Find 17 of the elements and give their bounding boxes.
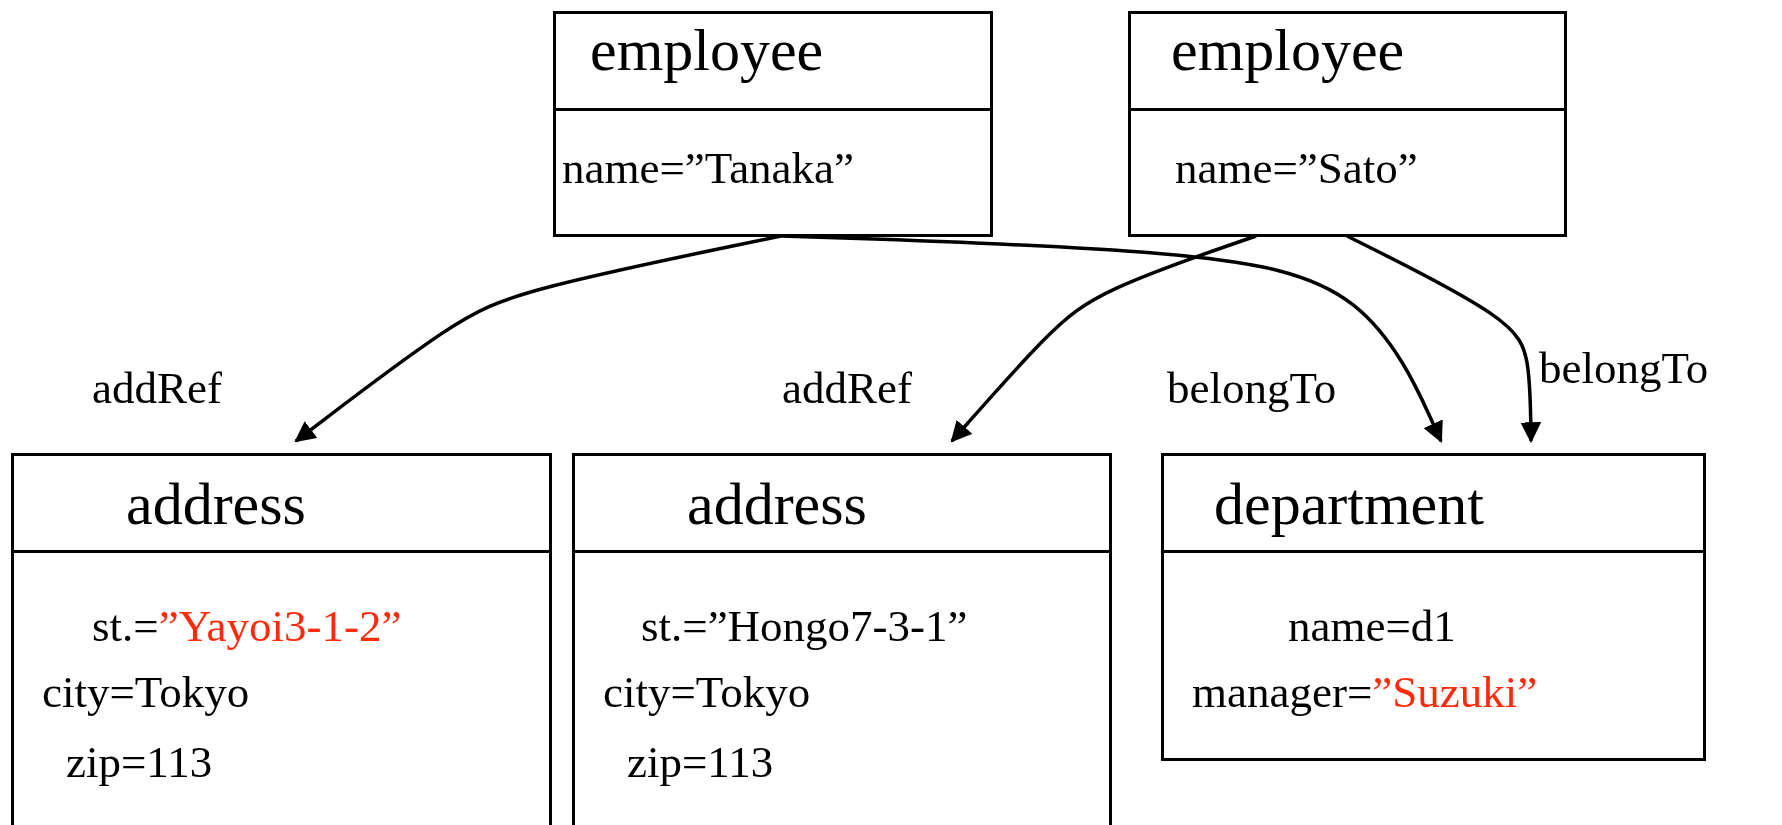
attribute-text: name=”Tanaka” <box>562 146 855 191</box>
attribute-text: manager=”Suzuki” <box>1192 670 1538 715</box>
class-box <box>572 453 1112 825</box>
attribute-text: name=”Sato” <box>1175 146 1418 191</box>
attribute-text: st.=”Hongo7-3-1” <box>641 604 968 649</box>
class-name: address <box>126 474 306 534</box>
attribute-text: st.=”Yayoi3-1-2” <box>92 604 402 649</box>
attribute-text: city=Tokyo <box>42 670 250 715</box>
class-box <box>11 453 552 825</box>
class-name: address <box>687 474 867 534</box>
attribute-text: zip=113 <box>66 740 213 785</box>
attribute-text: name=d1 <box>1288 604 1456 649</box>
attribute-text: zip=113 <box>627 740 774 785</box>
attribute-text: city=Tokyo <box>603 670 811 715</box>
class-box <box>1161 453 1706 761</box>
class-box <box>553 11 993 237</box>
class-box <box>1128 11 1567 237</box>
